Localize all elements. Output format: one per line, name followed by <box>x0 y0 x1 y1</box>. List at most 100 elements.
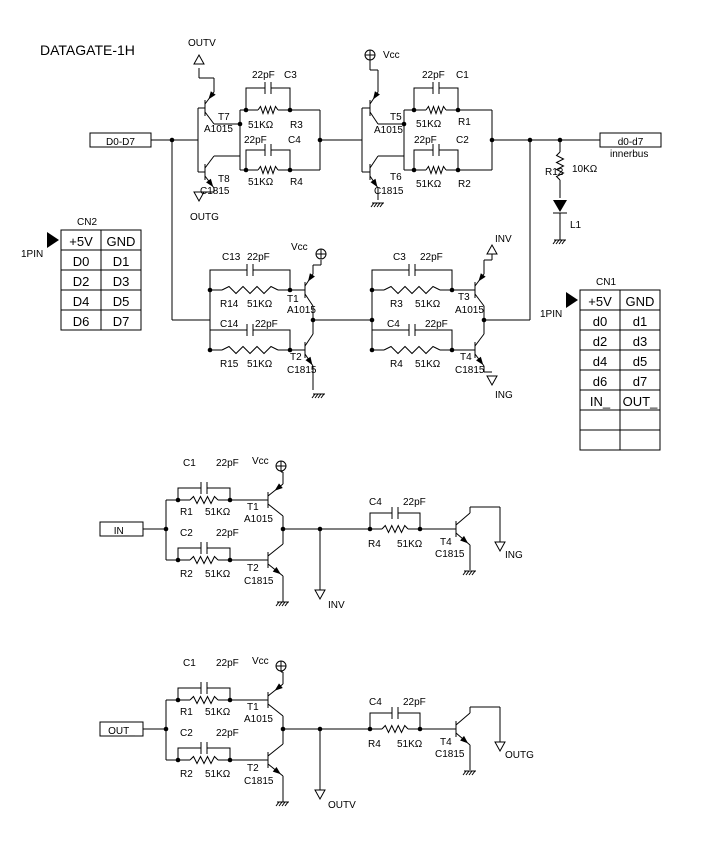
cn1-cell <box>579 429 621 451</box>
ground-icon <box>320 393 325 399</box>
resistor <box>189 755 219 765</box>
a1015-label: A1015 <box>374 125 403 136</box>
res-value: 51KΩ <box>397 739 423 750</box>
res-value: 51KΩ <box>205 507 231 518</box>
cn1-pin-label: 1PIN <box>540 309 562 320</box>
input-bus-label: OUT_ <box>108 726 135 737</box>
wire <box>177 547 201 560</box>
c1815-label: C1815 <box>244 776 274 787</box>
transistor-arrow <box>307 273 315 282</box>
cn1-name: CN1 <box>596 277 616 288</box>
cap-value: 22pF <box>216 728 239 739</box>
junction-dot <box>310 317 316 323</box>
cn1-cell-text: d7 <box>633 374 647 389</box>
ground-icon <box>284 801 289 807</box>
resistor <box>383 285 441 295</box>
resistor <box>221 345 279 355</box>
cap-value: 22pF <box>403 497 426 508</box>
outg-label: OUTG <box>190 212 219 223</box>
c1815-label: C1815 <box>244 576 274 587</box>
wire <box>271 149 291 170</box>
r4-label: R4 <box>368 539 381 550</box>
output-arrow-icon <box>193 53 205 65</box>
cn2-cell-text: D1 <box>113 254 130 269</box>
wire <box>371 269 409 290</box>
transistor-arrow <box>274 483 283 491</box>
res-value: 51KΩ <box>247 299 273 310</box>
wire <box>398 712 421 729</box>
t3-label: T3 <box>458 292 470 303</box>
r2-label: R2 <box>180 569 193 580</box>
resistor <box>425 165 447 175</box>
output-g-label: ING <box>505 550 523 561</box>
cap-value: 22pF <box>216 658 239 669</box>
ground-icon <box>379 202 384 208</box>
output-arrow-icon <box>494 541 506 553</box>
r4-label: R4 <box>368 739 381 750</box>
wire <box>209 269 247 290</box>
cn1-cell-text: d0 <box>593 314 607 329</box>
junction-dot <box>169 137 175 143</box>
wire <box>253 329 291 350</box>
output-v-label: OUTV <box>328 800 356 811</box>
c1-label: C1 <box>183 658 196 669</box>
ground-icon <box>468 570 473 576</box>
ground-icon <box>555 239 560 245</box>
c4-label: C4 <box>369 697 382 708</box>
ground-icon <box>462 770 467 776</box>
cn1-cell-text: d3 <box>633 334 647 349</box>
wire <box>253 269 291 290</box>
resistor <box>425 105 447 115</box>
c4-label: C4 <box>288 135 301 146</box>
res-value: 51KΩ <box>205 569 231 580</box>
ground-icon <box>317 393 322 399</box>
c14-label: C14 <box>220 319 239 330</box>
c1815-label: C1815 <box>374 186 404 197</box>
r2-label: R2 <box>180 769 193 780</box>
junction-dot <box>280 726 286 732</box>
transistor-arrow <box>208 91 216 100</box>
cap-value: 22pF <box>414 135 437 146</box>
transistor-arrow <box>305 356 313 366</box>
junction-dot <box>367 726 373 732</box>
ground-icon <box>373 202 378 208</box>
resistor <box>555 151 565 181</box>
a1015-label: A1015 <box>204 124 233 135</box>
r4-label: R4 <box>290 177 303 188</box>
transistor-lead <box>204 111 215 125</box>
ground-icon <box>468 770 473 776</box>
c1815-label: C1815 <box>455 365 485 376</box>
t6-label: T6 <box>390 172 402 183</box>
t2-label: T2 <box>290 352 302 363</box>
ing-label: ING <box>495 390 513 401</box>
ground-icon <box>281 601 286 607</box>
res-value: 51KΩ <box>416 119 442 130</box>
resistor <box>381 524 409 534</box>
cn1-cell-text: d1 <box>633 314 647 329</box>
junction-dot <box>401 121 407 127</box>
cn1-cell-text: GND <box>626 294 655 309</box>
transistor-arrow <box>272 566 281 575</box>
junction-dot <box>369 347 375 353</box>
transistor-lead <box>267 503 284 517</box>
cn1-cell-text: OUT_ <box>623 394 658 409</box>
res-value: 51KΩ <box>416 179 442 190</box>
cap-value: 22pF <box>247 252 270 263</box>
r1-label: R1 <box>180 507 193 518</box>
transistor-lead <box>455 712 471 726</box>
ground-icon <box>552 239 557 245</box>
ground-icon <box>376 202 381 208</box>
res-value: 51KΩ <box>248 120 274 131</box>
ground-icon <box>281 801 286 807</box>
c1-label: C1 <box>456 70 469 81</box>
res-value: 51KΩ <box>248 177 274 188</box>
cn2-cell-text: D2 <box>73 274 90 289</box>
transistor-arrow <box>476 356 484 365</box>
ground-icon <box>275 801 280 807</box>
cn2-cell-text: GND <box>107 234 136 249</box>
t1-label: T1 <box>287 294 299 305</box>
wire <box>207 747 231 760</box>
c4-label: C4 <box>369 497 382 508</box>
transistor-arrow <box>460 535 469 544</box>
